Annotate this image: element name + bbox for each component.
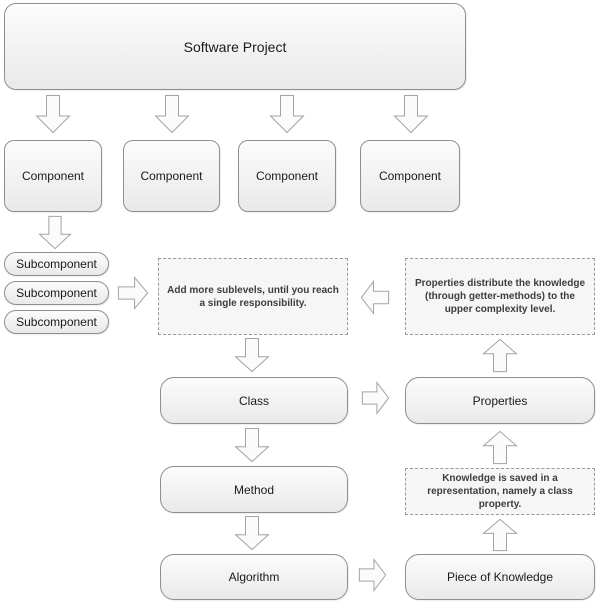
component-label: Component bbox=[378, 169, 442, 183]
down-arrow-icon bbox=[36, 95, 70, 133]
properties-label: Properties bbox=[472, 393, 528, 408]
right-arrow-icon bbox=[118, 277, 148, 309]
class-label: Class bbox=[238, 393, 269, 408]
subcomponent-label: Subcomponent bbox=[16, 315, 97, 329]
note-knowledge-saved: Knowledge is saved in a representation, … bbox=[405, 468, 595, 515]
node-subcomponent-2: Subcomponent bbox=[4, 281, 109, 305]
component-label: Component bbox=[21, 169, 85, 183]
node-component-3: Component bbox=[238, 140, 336, 212]
down-arrow-icon bbox=[394, 95, 428, 133]
node-class: Class bbox=[160, 377, 348, 424]
down-arrow-icon bbox=[235, 428, 269, 462]
subcomponent-label: Subcomponent bbox=[16, 257, 97, 271]
down-arrow-icon bbox=[235, 338, 269, 372]
right-arrow-icon bbox=[359, 559, 386, 591]
node-piece-of-knowledge: Piece of Knowledge bbox=[405, 554, 595, 600]
piece-of-knowledge-label: Piece of Knowledge bbox=[446, 570, 554, 584]
up-arrow-icon bbox=[483, 339, 517, 372]
node-subcomponent-3: Subcomponent bbox=[4, 310, 109, 334]
down-arrow-icon bbox=[39, 216, 71, 249]
component-label: Component bbox=[255, 169, 319, 183]
note-knowledge-saved-text: Knowledge is saved in a representation, … bbox=[427, 473, 573, 510]
note-add-sublevels: Add more sublevels, until you reach a si… bbox=[158, 258, 348, 335]
left-arrow-icon bbox=[361, 281, 389, 314]
component-label: Component bbox=[140, 169, 203, 183]
up-arrow-icon bbox=[483, 431, 517, 464]
up-arrow-icon bbox=[483, 519, 517, 551]
down-arrow-icon bbox=[155, 95, 189, 133]
node-component-1: Component bbox=[4, 140, 102, 212]
method-label: Method bbox=[233, 482, 275, 497]
node-software-project: Software Project bbox=[4, 3, 466, 90]
note-properties-distribute-text: Properties distribute the knowledge (thr… bbox=[414, 278, 586, 315]
right-arrow-icon bbox=[362, 382, 389, 414]
node-algorithm: Algorithm bbox=[160, 554, 348, 600]
node-component-2: Component bbox=[123, 140, 220, 212]
note-properties-distribute: Properties distribute the knowledge (thr… bbox=[405, 258, 595, 335]
note-add-sublevels-text: Add more sublevels, until you reach a si… bbox=[167, 284, 339, 309]
down-arrow-icon bbox=[235, 516, 269, 550]
node-properties: Properties bbox=[405, 377, 595, 424]
down-arrow-icon bbox=[270, 95, 304, 133]
node-subcomponent-1: Subcomponent bbox=[4, 252, 109, 276]
algorithm-label: Algorithm bbox=[228, 570, 280, 584]
subcomponent-label: Subcomponent bbox=[16, 286, 97, 300]
node-method: Method bbox=[160, 466, 348, 513]
software-project-label: Software Project bbox=[183, 38, 287, 55]
node-component-4: Component bbox=[360, 140, 460, 212]
